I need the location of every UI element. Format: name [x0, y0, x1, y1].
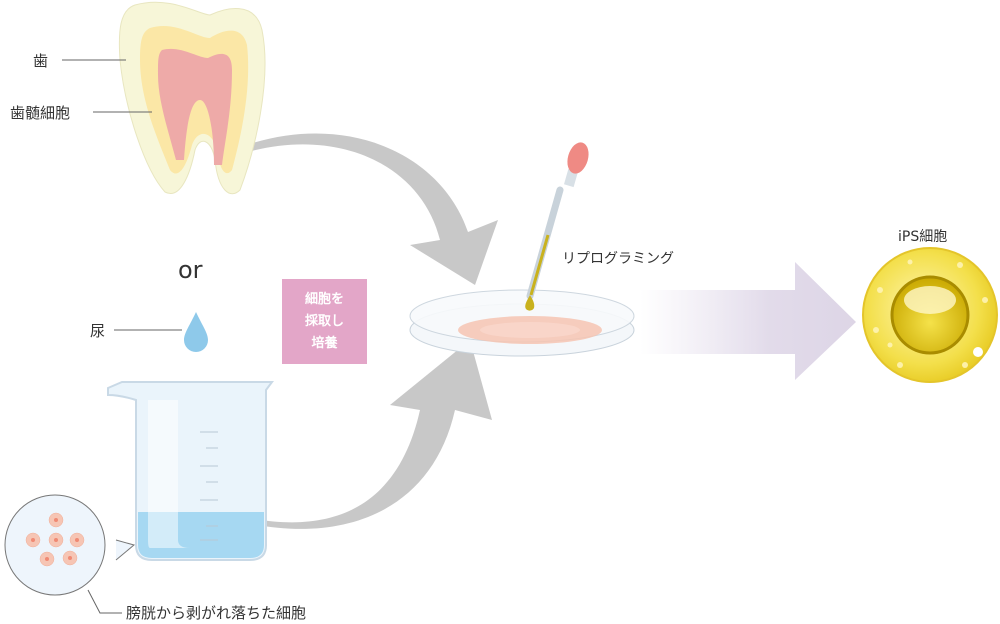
bladder-leader-line	[87, 589, 122, 614]
urine-label: 尿	[90, 322, 106, 340]
ips-cell-illustration	[862, 247, 998, 383]
or-label: or	[178, 256, 203, 284]
bladder-cells-magnifier	[4, 494, 136, 596]
collect-and-culture-box: 細胞を 採取し 培養	[282, 279, 367, 364]
process-line-2: 採取し	[304, 313, 344, 329]
pipette-icon	[525, 142, 589, 311]
beaker-illustration	[107, 381, 274, 561]
arrow-from-tooth	[238, 133, 498, 285]
dental-pulp-cells-label: 歯髄細胞	[10, 104, 71, 122]
arrow-from-urine	[235, 340, 492, 529]
ips-cells-label: iPS細胞	[898, 229, 948, 245]
urine-drop-icon	[184, 312, 208, 352]
process-line-1: 細胞を	[304, 291, 344, 307]
process-line-3: 培養	[311, 335, 338, 351]
tooth-label: 歯	[33, 52, 49, 70]
petri-dish	[409, 289, 635, 357]
bladder-cells-label: 膀胱から剥がれ落ちた細胞	[126, 604, 307, 622]
reprogramming-arrow	[640, 262, 856, 380]
tooth-illustration	[118, 1, 266, 195]
reprogramming-label: リプログラミング	[562, 251, 674, 267]
